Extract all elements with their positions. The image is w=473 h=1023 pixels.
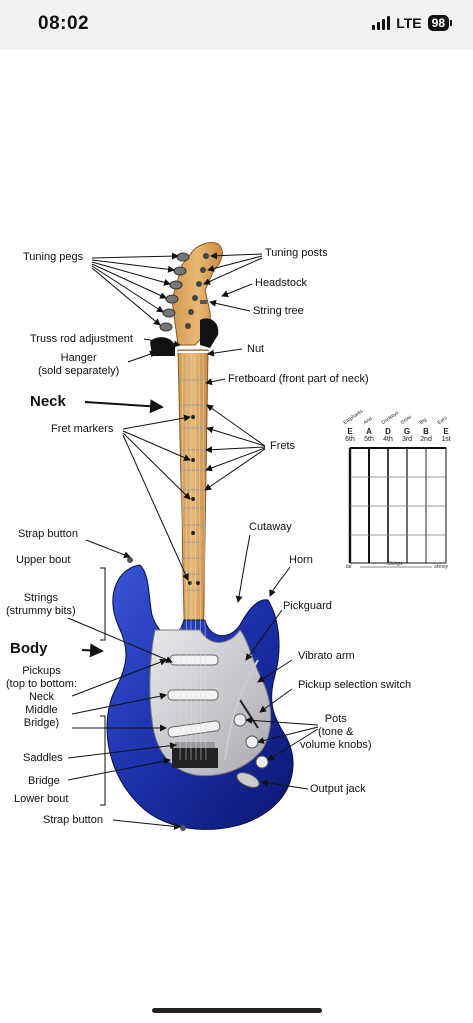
label-pickups: Pickups (top to bottom: Neck Middle Brid…	[6, 665, 77, 729]
label-body: Body	[10, 640, 48, 657]
label-lower-bout: Lower bout	[14, 793, 69, 805]
chart-label-strings: Strings	[387, 561, 403, 567]
label-cutaway: Cutaway	[249, 521, 292, 533]
label-truss-rod: Truss rod adjustment	[30, 333, 133, 345]
label-pots: Pots (tone & volume knobs)	[300, 713, 372, 751]
label-fretboard: Fretboard (front part of neck)	[228, 373, 369, 385]
label-string-tree: String tree	[253, 305, 304, 317]
label-nut: Nut	[247, 343, 265, 355]
label-hanger: Hanger (sold separately)	[38, 352, 120, 377]
label-neck: Neck	[30, 393, 66, 410]
hanger-right	[200, 318, 219, 348]
label-pickup-switch: Pickup selection switch	[298, 679, 412, 691]
bridge-pickup	[167, 720, 221, 738]
label-frets: Frets	[270, 440, 296, 452]
label-strings: Strings (strummy bits)	[6, 592, 76, 617]
annotation-arrows	[67, 252, 319, 830]
label-fret-markers: Fret markers	[51, 423, 114, 435]
label-pickguard: Pickguard	[283, 600, 332, 612]
label-strap-button-top: Strap button	[18, 528, 78, 540]
label-tuning-posts: Tuning posts	[265, 247, 328, 259]
label-bridge: Bridge	[28, 775, 60, 787]
neck-pickup	[169, 654, 219, 666]
chart-label-fat: fat	[346, 564, 352, 570]
label-output-jack: Output jack	[310, 783, 366, 795]
middle-pickup	[167, 689, 219, 701]
bridge	[172, 748, 218, 768]
status-bar: 08:02 LTE 98	[0, 0, 473, 50]
label-horn: Horn	[289, 554, 313, 566]
label-upper-bout: Upper bout	[16, 554, 71, 566]
status-time: 08:02	[38, 13, 90, 34]
battery-icon: 98	[427, 15, 453, 31]
chart-label-skinny: skinny	[434, 564, 449, 570]
label-tuning-pegs: Tuning pegs	[23, 251, 84, 263]
tuning-pegs	[159, 252, 190, 332]
saddles	[175, 742, 215, 748]
label-saddles: Saddles	[23, 752, 63, 764]
string-chart	[348, 447, 447, 568]
home-indicator[interactable]	[152, 1008, 322, 1013]
network-type: LTE	[396, 15, 422, 31]
status-indicators: LTE 98	[372, 15, 453, 31]
signal-icon	[372, 16, 391, 30]
label-strap-button-bottom: Strap button	[43, 814, 103, 826]
label-headstock: Headstock	[255, 277, 307, 289]
label-vibrato-arm: Vibrato arm	[298, 650, 355, 662]
